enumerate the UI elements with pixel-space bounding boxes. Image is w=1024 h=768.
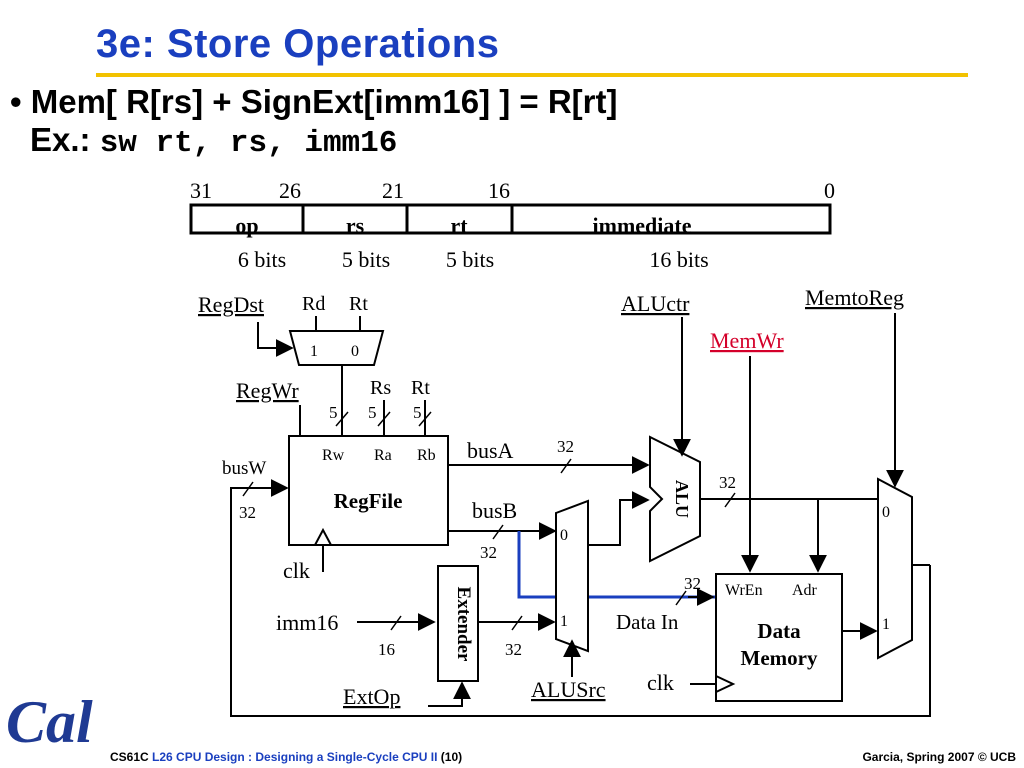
field-rs: rs (346, 213, 365, 238)
footer-left: CS61C L26 CPU Design : Designing a Singl… (110, 750, 462, 764)
regdst-wire (257, 322, 294, 357)
busb-width: 32 (480, 543, 497, 562)
regfile-clock-triangle (314, 527, 332, 546)
regwr-label: RegWr (236, 378, 299, 403)
footer-right: Garcia, Spring 2007 © UCB (862, 750, 1016, 764)
rw-port: Rw (322, 447, 345, 464)
extop-label: ExtOp (343, 684, 400, 709)
footer-course: CS61C (110, 750, 149, 764)
busw-label: busW (222, 458, 266, 479)
memory-label-2: Memory (741, 646, 818, 670)
example-line: Ex.: sw rt, rs, imm16 (30, 121, 397, 161)
footer-page: (10) (440, 750, 463, 764)
rt-label-top: Rt (349, 293, 368, 315)
imm16-width: 16 (378, 640, 395, 659)
extop-wire (428, 681, 471, 707)
width-immediate: 16 bits (649, 247, 708, 272)
ra-port: Ra (374, 447, 392, 464)
memtoreg-in1: 1 (882, 616, 890, 633)
slide-title: 3e: Store Operations (96, 22, 500, 66)
rt-label: Rt (411, 377, 430, 399)
busb-to-datain-wire (517, 531, 716, 599)
memtoreg-in0: 0 (882, 504, 890, 521)
datain-label: Data In (616, 610, 679, 634)
datain-width: 32 (684, 574, 701, 593)
memory-label-1: Data (757, 619, 801, 643)
memory-clock-triangle (715, 675, 736, 693)
writeback-wire (230, 479, 931, 717)
bit-0: 0 (824, 178, 835, 203)
bit-31: 31 (190, 178, 212, 203)
busa-width: 32 (557, 437, 574, 456)
busb-label: busB (472, 498, 517, 523)
adr-port: Adr (792, 582, 818, 599)
alusrc-in1: 1 (560, 613, 568, 630)
alusrc-out-wire (588, 491, 650, 546)
register-file (288, 435, 449, 546)
bit-21: 21 (382, 178, 404, 203)
width-op: 6 bits (238, 247, 286, 272)
memwr-label: MemWr (710, 328, 784, 353)
data-memory (715, 573, 843, 702)
extender-label: Extender (453, 587, 474, 663)
example-code: sw rt, rs, imm16 (99, 126, 398, 161)
rb-port: Rb (417, 447, 436, 464)
alu (649, 435, 701, 563)
width-rt: 5 bits (446, 247, 494, 272)
bullet-symbol: • (10, 83, 22, 120)
aluctr-label: ALUctr (621, 291, 690, 316)
busw-width: 32 (239, 503, 256, 522)
instruction-format: 31 26 21 16 0 op rs rt immediate 6 bits … (189, 178, 835, 272)
regdst-in1: 1 (310, 343, 318, 360)
width-ra: 5 (368, 403, 377, 422)
cal-logo-text: Cal (6, 689, 93, 755)
title-underline (96, 73, 968, 77)
width-rw: 5 (329, 403, 338, 422)
field-op: op (235, 213, 258, 238)
bullet-text: Mem[ R[rs] + SignExt[imm16] ] = R[rt] (30, 83, 618, 120)
bit-16: 16 (488, 178, 510, 203)
alu-out-width: 32 (719, 473, 736, 492)
width-rb: 5 (413, 403, 422, 422)
field-immediate: immediate (593, 213, 692, 238)
regdst-label: RegDst (198, 292, 264, 317)
regfile-label: RegFile (334, 489, 403, 513)
rs-label: Rs (370, 377, 391, 399)
memtoreg-label: MemtoReg (805, 285, 904, 310)
alusrc-label: ALUSrc (531, 677, 606, 702)
imm16-label: imm16 (276, 610, 338, 635)
field-rt: rt (450, 213, 468, 238)
footer-lecture: L26 CPU Design : Designing a Single-Cycl… (152, 750, 438, 764)
memtoreg-mux (877, 477, 913, 660)
sign-extender (437, 565, 479, 682)
example-label: Ex.: (30, 121, 91, 158)
cal-logo: Cal (6, 689, 93, 755)
alusrc-mux (555, 499, 589, 653)
alusrc-in0: 0 (560, 527, 568, 544)
rd-label: Rd (302, 293, 325, 315)
memory-clk-label: clk (647, 670, 674, 695)
ext-out-width: 32 (505, 640, 522, 659)
regdst-mux (288, 330, 385, 366)
regfile-clk-label: clk (283, 558, 310, 583)
wren-port: WrEn (725, 582, 763, 599)
busa-label: busA (467, 438, 514, 463)
regdst-in0: 0 (351, 343, 359, 360)
bullet-line: • Mem[ R[rs] + SignExt[imm16] ] = R[rt] (10, 83, 617, 121)
alu-label: ALU (672, 480, 692, 518)
bit-26: 26 (279, 178, 301, 203)
width-rs: 5 bits (342, 247, 390, 272)
